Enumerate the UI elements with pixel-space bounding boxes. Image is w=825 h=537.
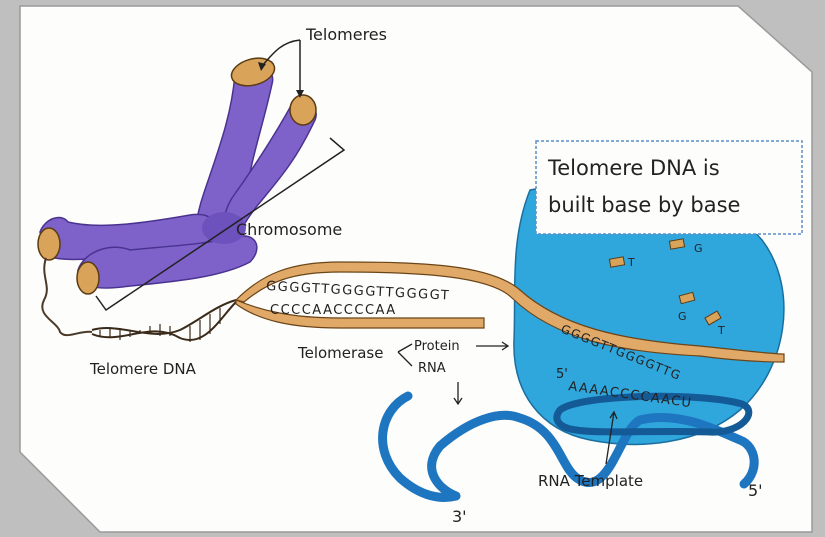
rna-template-label: RNA Template — [538, 472, 643, 490]
free-base-label-1: T — [627, 256, 635, 269]
free-base-block — [669, 239, 684, 249]
inner-five-prime-label: 5' — [556, 367, 568, 382]
free-base-label-3: G — [678, 310, 687, 323]
callout-line-1: Telomere DNA is — [547, 156, 720, 180]
free-base-label-4: T — [717, 324, 725, 337]
three-prime-label: 3' — [452, 507, 467, 526]
telomere-cap-bottom-left — [38, 228, 60, 260]
protein-label: Protein — [414, 339, 460, 354]
telomerase-label: Telomerase — [297, 344, 383, 362]
telomere-dna-label: Telomere DNA — [89, 360, 197, 378]
chromosome-label: Chromosome — [236, 220, 342, 239]
callout-line-2: built base by base — [548, 193, 740, 217]
telomeres-label: Telomeres — [305, 25, 387, 44]
telomere-cap-bottom-right — [77, 262, 99, 294]
callout-box — [536, 141, 802, 234]
rna-label: RNA — [418, 361, 446, 376]
telomere-cap-top-right — [290, 95, 316, 125]
free-base-label-2: G — [694, 242, 703, 255]
bottom-strand-sequence: CCCCAACCCCAA — [270, 303, 397, 318]
free-base-block — [609, 257, 624, 267]
five-prime-label: 5' — [748, 481, 763, 500]
